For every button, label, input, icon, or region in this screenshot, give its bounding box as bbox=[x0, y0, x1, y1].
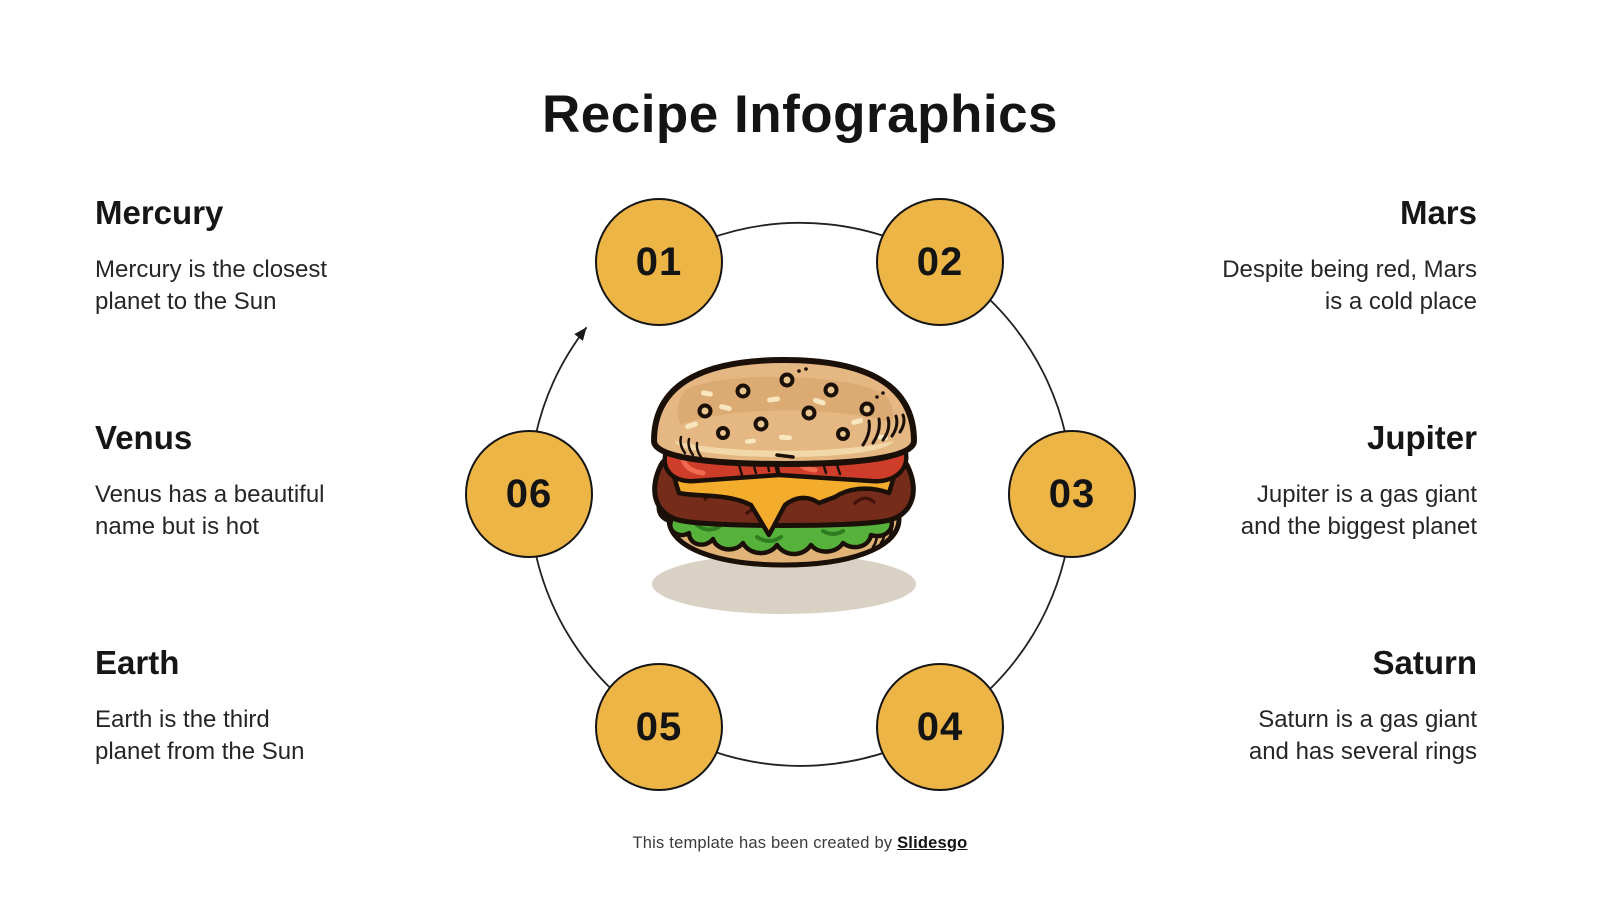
cycle-node-06: 06 bbox=[465, 430, 593, 558]
panel-mars: Mars Despite being red, Mars is a cold p… bbox=[1142, 193, 1477, 318]
cycle-arrow-icon bbox=[574, 327, 587, 341]
slide-title: Recipe Infographics bbox=[541, 85, 1059, 144]
panel-body: Despite being red, Mars is a cold place bbox=[1222, 256, 1477, 315]
panel-heading: Mercury bbox=[95, 194, 224, 231]
panel-heading: Jupiter bbox=[1366, 419, 1477, 456]
burger-illustration bbox=[651, 357, 917, 614]
panel-body: Jupiter is a gas giant and the biggest p… bbox=[1240, 481, 1477, 540]
panel-saturn: Saturn Saturn is a gas giant and has sev… bbox=[1142, 643, 1477, 768]
cycle-node-label: 04 bbox=[916, 704, 964, 749]
panel-venus: Venus Venus has a beautiful name but is … bbox=[95, 418, 430, 543]
cycle-node-02: 02 bbox=[876, 198, 1004, 326]
cycle-node-label: 05 bbox=[635, 704, 683, 749]
footer-brand-link[interactable]: Slidesgo bbox=[897, 834, 968, 852]
footer-text: This template has been created by bbox=[632, 834, 898, 852]
panel-body: Earth is the third planet from the Sun bbox=[95, 706, 305, 765]
panel-heading: Mars bbox=[1399, 194, 1477, 231]
panel-mercury: Mercury Mercury is the closest planet to… bbox=[95, 193, 430, 318]
panel-body: Venus has a beautiful name but is hot bbox=[95, 481, 325, 540]
panel-earth: Earth Earth is the third planet from the… bbox=[95, 643, 430, 768]
cycle-node-label: 02 bbox=[916, 239, 964, 284]
footer-credit: This template has been created by Slides… bbox=[0, 834, 1600, 853]
cycle-node-01: 01 bbox=[595, 198, 723, 326]
cycle-node-05: 05 bbox=[595, 663, 723, 791]
panel-heading: Saturn bbox=[1372, 644, 1477, 681]
panel-heading: Earth bbox=[95, 644, 180, 681]
cycle-node-04: 04 bbox=[876, 663, 1004, 791]
panel-heading: Venus bbox=[95, 419, 193, 456]
panel-body: Saturn is a gas giant and has several ri… bbox=[1248, 706, 1477, 765]
cycle-node-label: 06 bbox=[505, 471, 553, 516]
panel-jupiter: Jupiter Jupiter is a gas giant and the b… bbox=[1142, 418, 1477, 543]
cycle-node-label: 03 bbox=[1048, 471, 1096, 516]
cycle-node-label: 01 bbox=[635, 239, 683, 284]
panel-body: Mercury is the closest planet to the Sun bbox=[95, 256, 328, 315]
cycle-node-03: 03 bbox=[1008, 430, 1136, 558]
